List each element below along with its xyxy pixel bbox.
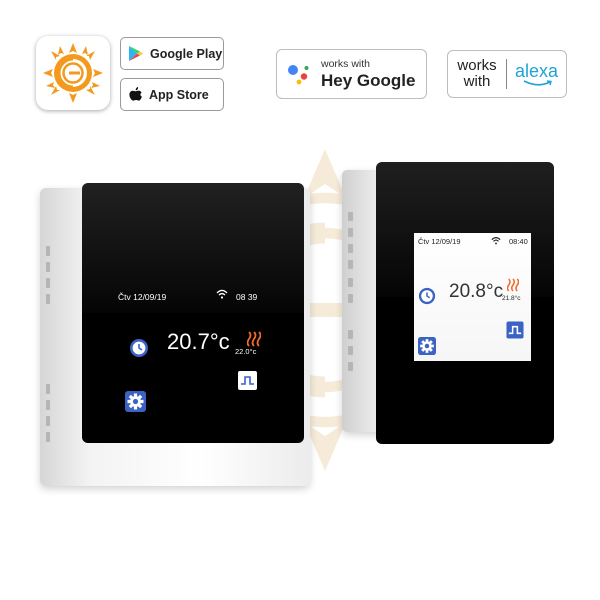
brand-sun-logo	[43, 43, 103, 103]
program-icon[interactable]	[506, 321, 524, 339]
vent-slot	[348, 278, 353, 287]
gear-icon[interactable]	[125, 391, 146, 412]
wifi-icon	[216, 289, 228, 299]
vent-slot	[348, 346, 353, 355]
alexa-wordmark: alexa	[507, 60, 566, 86]
vent-slot	[348, 362, 353, 371]
current-temperature: 20.8°c	[449, 281, 504, 302]
works-with-hey-google-badge: works with Hey Google	[276, 49, 427, 99]
current-temperature: 20.7°c	[167, 329, 230, 354]
vent-slot	[348, 228, 353, 237]
vent-slot	[46, 262, 50, 272]
vent-slot	[46, 384, 50, 394]
date-label: Čtv 12/09/19	[118, 292, 167, 302]
date-label: Čtv 12/09/19	[418, 237, 461, 246]
vent-slot	[46, 246, 50, 256]
wifi-icon	[491, 237, 501, 245]
brand-app-icon[interactable]	[36, 36, 110, 110]
clock-icon[interactable]	[129, 338, 149, 358]
google-play-badge[interactable]: Google Play	[120, 37, 224, 70]
app-store-label: App Store	[149, 87, 209, 102]
time-label: 08 39	[236, 292, 258, 302]
thermostat-front-glass	[82, 183, 304, 443]
vent-slot	[348, 212, 353, 221]
google-play-icon	[129, 46, 143, 61]
clock-icon[interactable]	[418, 287, 436, 305]
alexa-divider	[506, 59, 507, 89]
setpoint-temperature: 21.8°c	[502, 295, 521, 302]
vent-slot	[46, 294, 50, 304]
hey-google-text: Hey Google	[321, 70, 416, 90]
vent-slot	[46, 432, 50, 442]
app-store-badge[interactable]: App Store	[120, 78, 224, 111]
heat-waves-icon	[507, 278, 519, 292]
vent-slot	[348, 260, 353, 269]
alexa-text: alexa	[514, 60, 559, 81]
vent-slot	[348, 294, 353, 303]
alexa-works-with-text: works with	[457, 57, 497, 90]
google-play-label: Google Play	[150, 46, 223, 61]
vent-slot	[46, 400, 50, 410]
vent-slot	[348, 244, 353, 253]
gear-icon[interactable]	[418, 337, 436, 355]
vent-slot	[46, 416, 50, 426]
amazon-smile-icon	[523, 79, 552, 86]
thermostat-side-screen[interactable]: Čtv 12/09/19 08:40 20.8°c 21.8°c	[414, 233, 531, 361]
vent-slot	[46, 278, 50, 288]
heat-waves-icon	[247, 331, 261, 347]
thermostat-front-screen[interactable]: Čtv 12/09/19 08 39 20.7°c 22.0°c	[115, 285, 265, 413]
time-label: 08:40	[509, 237, 528, 246]
works-with-alexa-badge: works with alexa	[447, 50, 567, 98]
vent-slot	[348, 330, 353, 339]
google-assistant-icon	[288, 65, 309, 85]
works-with-text: works with	[321, 58, 371, 71]
setpoint-temperature: 22.0°c	[235, 347, 257, 356]
program-icon[interactable]	[238, 371, 257, 390]
apple-icon	[129, 87, 142, 101]
